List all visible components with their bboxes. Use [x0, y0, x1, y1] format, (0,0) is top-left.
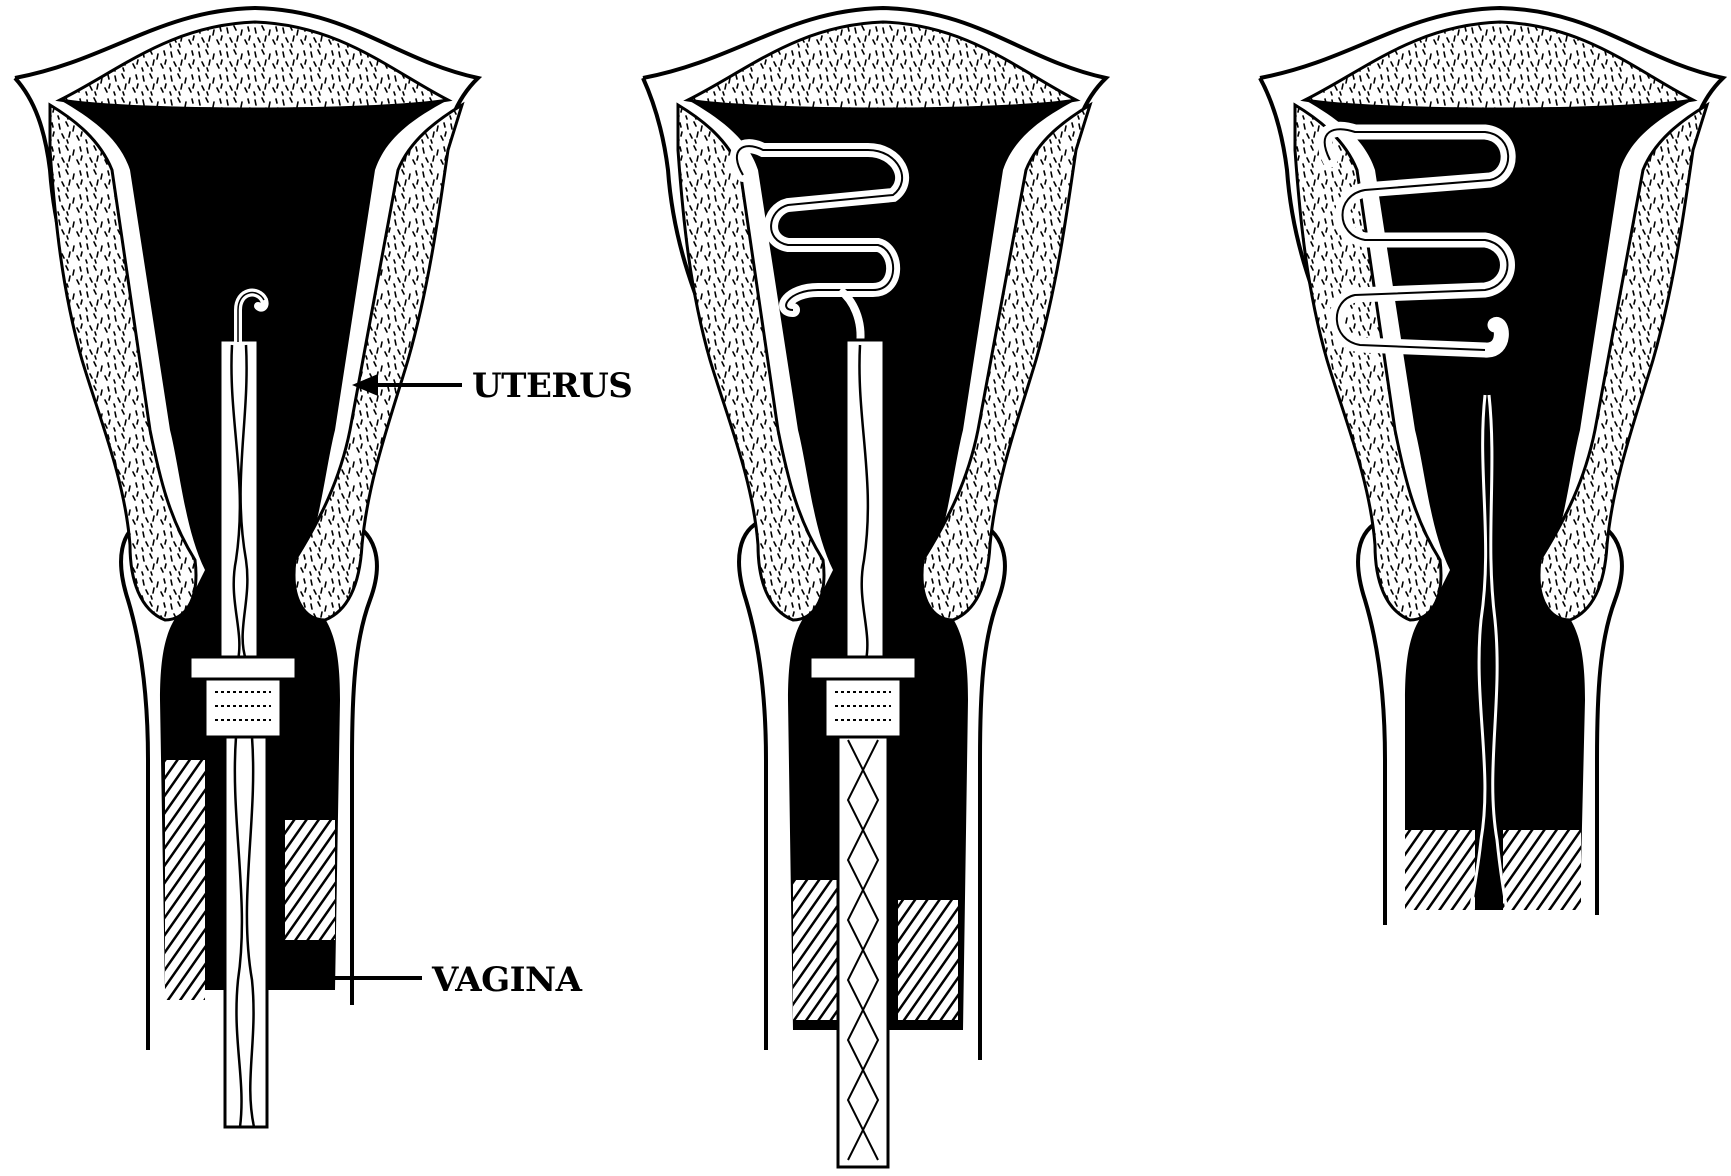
figure-2-iud-deploying [643, 8, 1106, 1167]
inserter-flange-2 [810, 657, 916, 679]
inserter-collar-2 [825, 679, 901, 737]
vagina-label: VAGINA [431, 960, 583, 1000]
inserter-flange-1 [190, 657, 296, 679]
vaginal-shading-left-3 [1405, 830, 1475, 910]
fundus-tissue-1 [60, 22, 448, 109]
fundus-tissue-3 [1305, 22, 1693, 109]
figure-3-iud-in-place [1260, 8, 1723, 960]
vagina-label-group: VAGINA [308, 960, 583, 1000]
vaginal-shading-right-3 [1503, 830, 1581, 910]
inserter-collar-1 [205, 679, 281, 737]
fundus-tissue-2 [688, 22, 1076, 109]
vaginal-shading-left-1 [165, 760, 205, 1000]
figure-1-inserter-positioned [15, 8, 478, 1127]
vaginal-shading-right-1 [285, 820, 335, 940]
vaginal-shading-right-2 [898, 900, 958, 1020]
uterus-label: UTERUS [472, 366, 632, 406]
